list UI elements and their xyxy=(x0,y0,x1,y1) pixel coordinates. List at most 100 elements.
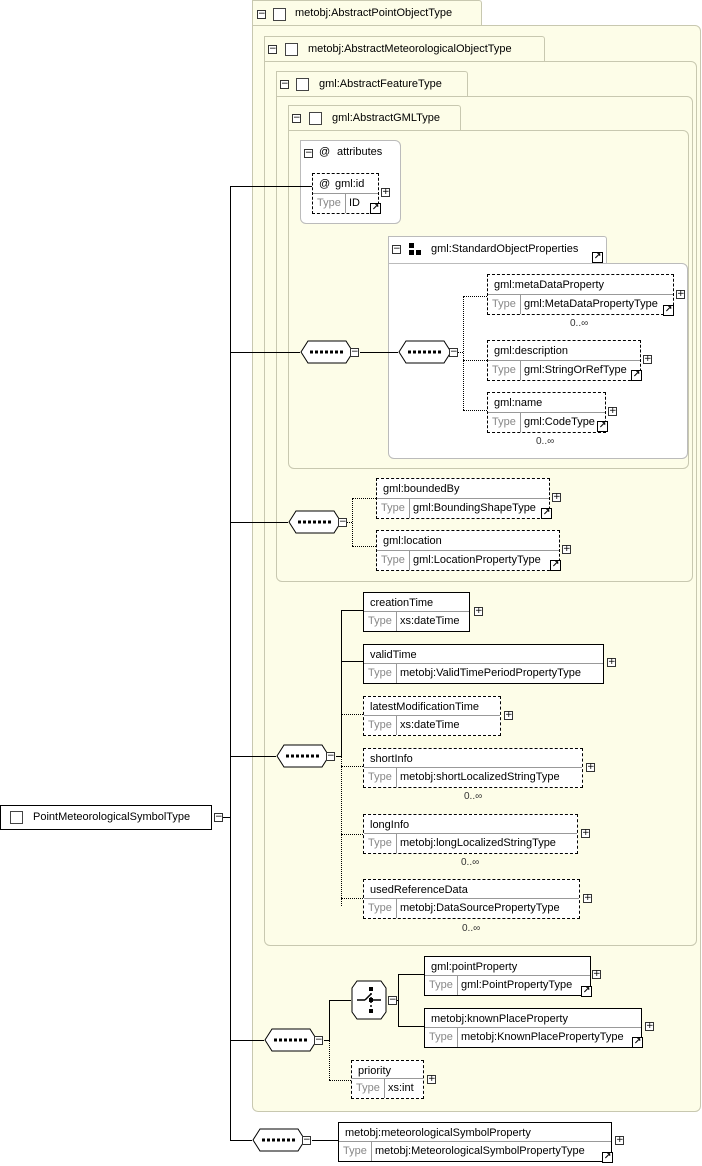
sequence-compositor-icon[interactable] xyxy=(300,340,354,364)
type-label: Type xyxy=(368,667,392,679)
element-type: gml:LocationPropertyType xyxy=(413,554,541,566)
collapse-icon[interactable]: − xyxy=(268,44,277,54)
cardinality-label: 0..∞ xyxy=(462,923,481,934)
type-label: Type xyxy=(429,979,453,991)
element-type: xs:dateTime xyxy=(400,615,460,627)
collapse-icon[interactable]: − xyxy=(314,1035,323,1045)
complex-type-icon xyxy=(273,8,286,21)
element-name: gml:name xyxy=(494,397,543,409)
sequence-compositor-icon[interactable] xyxy=(288,510,342,534)
type-label: Type xyxy=(368,902,392,914)
abstract-point-type-label: metobj:AbstractPointObjectType xyxy=(295,7,453,19)
element-name: creationTime xyxy=(370,597,434,609)
collapse-icon[interactable]: − xyxy=(292,113,301,123)
expand-icon[interactable]: + xyxy=(427,1074,436,1084)
abstract-gml-type-label: gml:AbstractGMLType xyxy=(332,112,440,124)
element-type: gml:BoundingShapeType xyxy=(413,502,536,514)
expand-icon[interactable]: + xyxy=(474,606,483,616)
element-name: priority xyxy=(358,1065,392,1077)
complex-type-icon xyxy=(10,811,23,824)
element-name: metobj:knownPlaceProperty xyxy=(431,1013,568,1025)
collapse-icon[interactable]: − xyxy=(214,812,223,822)
expand-icon[interactable]: + xyxy=(562,544,571,554)
link-arrow-icon[interactable]: ↗ xyxy=(550,560,561,571)
collapse-icon[interactable]: − xyxy=(350,347,359,357)
collapse-icon[interactable]: − xyxy=(392,244,401,254)
sequence-compositor-icon[interactable] xyxy=(398,340,452,364)
sequence-compositor-icon[interactable] xyxy=(264,1028,318,1052)
collapse-icon[interactable]: − xyxy=(326,751,335,761)
collapse-icon[interactable]: − xyxy=(304,148,313,158)
element-type: metobj:DataSourcePropertyType xyxy=(400,902,560,914)
element-usedreferencedata[interactable]: usedReferenceData Type metobj:DataSourceP… xyxy=(363,879,580,919)
collapse-icon[interactable]: − xyxy=(280,79,289,89)
expand-icon[interactable]: + xyxy=(552,492,561,502)
element-name: shortInfo xyxy=(370,753,413,765)
element-type: xs:dateTime xyxy=(400,719,460,731)
expand-icon[interactable]: + xyxy=(581,828,590,838)
link-arrow-icon[interactable]: ↗ xyxy=(370,203,381,214)
element-name: usedReferenceData xyxy=(370,884,468,896)
link-arrow-icon[interactable]: ↗ xyxy=(541,508,552,519)
link-arrow-icon[interactable]: ↗ xyxy=(663,305,674,316)
abstract-point-type-tab xyxy=(252,0,482,26)
sequence-compositor-icon[interactable] xyxy=(252,1128,306,1152)
expand-icon[interactable]: + xyxy=(608,406,617,416)
expand-icon[interactable]: + xyxy=(643,354,652,364)
link-arrow-icon[interactable]: ↗ xyxy=(592,252,603,263)
link-arrow-icon[interactable]: ↗ xyxy=(632,1037,643,1048)
cardinality-label: 0..∞ xyxy=(536,436,555,447)
element-name: gml:location xyxy=(383,535,442,547)
expand-icon[interactable]: + xyxy=(607,657,616,667)
element-type: metobj:shortLocalizedStringType xyxy=(400,771,560,783)
element-location[interactable]: gml:location Type gml:LocationPropertyTyp… xyxy=(376,530,560,571)
expand-icon[interactable]: + xyxy=(645,1021,654,1031)
element-name: latestModificationTime xyxy=(370,701,480,713)
link-arrow-icon[interactable]: ↗ xyxy=(581,986,592,997)
type-label: Type xyxy=(381,554,405,566)
expand-icon[interactable]: + xyxy=(615,1135,624,1145)
collapse-icon[interactable]: − xyxy=(302,1135,311,1145)
expand-icon[interactable]: + xyxy=(381,187,390,197)
link-arrow-icon[interactable]: ↗ xyxy=(602,1152,613,1163)
expand-icon[interactable]: + xyxy=(676,289,685,299)
expand-icon[interactable]: + xyxy=(504,710,513,720)
abstract-meteo-type-label: metobj:AbstractMeteorologicalObjectType xyxy=(308,43,512,55)
element-name: metobj:meteorologicalSymbolProperty xyxy=(345,1127,531,1139)
collapse-icon[interactable]: − xyxy=(449,347,458,357)
expand-icon[interactable]: + xyxy=(586,762,595,772)
sequence-compositor-icon[interactable] xyxy=(276,744,330,768)
expand-icon[interactable]: + xyxy=(592,969,601,979)
expand-icon[interactable]: + xyxy=(583,893,592,903)
root-type-box[interactable]: PointMeteorologicalSymbolType xyxy=(0,805,212,830)
choice-compositor-icon[interactable] xyxy=(351,980,387,1020)
element-type: metobj:longLocalizedStringType xyxy=(400,837,556,849)
element-type: gml:PointPropertyType xyxy=(461,979,573,991)
element-name: longInfo xyxy=(370,819,410,831)
collapse-icon[interactable]: − xyxy=(388,995,397,1005)
attribute-name: gml:id xyxy=(335,178,365,190)
collapse-icon[interactable]: − xyxy=(338,517,347,527)
abstract-meteo-type-tab xyxy=(264,36,545,62)
element-meteorologicalsymbolproperty[interactable]: metobj:meteorologicalSymbolProperty Type… xyxy=(338,1122,612,1162)
link-arrow-icon[interactable]: ↗ xyxy=(597,421,608,432)
element-name: gml:description xyxy=(494,345,568,357)
type-label: Type xyxy=(492,416,516,428)
type-label: Type xyxy=(343,1145,367,1157)
link-arrow-icon[interactable]: ↗ xyxy=(631,370,642,381)
attributes-label: attributes xyxy=(337,146,383,158)
collapse-icon[interactable]: − xyxy=(257,9,266,19)
